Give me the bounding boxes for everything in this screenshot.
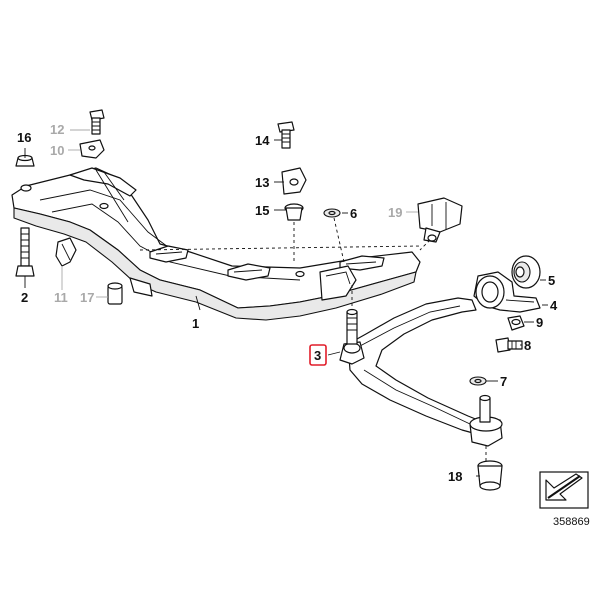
subframe-pad-center xyxy=(227,263,271,281)
subframe-part[interactable] xyxy=(11,167,421,321)
callout-1[interactable]: 1 xyxy=(192,316,199,331)
callout-15[interactable]: 15 xyxy=(255,203,269,218)
clip-part-11[interactable] xyxy=(55,237,77,290)
callout-9[interactable]: 9 xyxy=(536,315,543,330)
callout-13[interactable]: 13 xyxy=(255,175,269,190)
callout-12[interactable]: 12 xyxy=(50,122,64,137)
control-arm-part[interactable] xyxy=(339,284,489,437)
callout-5[interactable]: 5 xyxy=(548,273,555,288)
callout-16[interactable]: 16 xyxy=(17,130,31,145)
callout-19[interactable]: 19 xyxy=(388,205,402,220)
bracket-part-13[interactable] xyxy=(281,167,307,195)
callout-17[interactable]: 17 xyxy=(80,290,94,305)
washer-part-7[interactable] xyxy=(469,376,487,386)
callout-11[interactable]: 11 xyxy=(54,290,68,305)
leader-lines xyxy=(24,129,548,477)
callout-4[interactable]: 4 xyxy=(550,298,558,313)
diagram-reference-number: 358869 xyxy=(553,516,590,528)
bolt-part-2[interactable] xyxy=(15,227,35,277)
callout-2[interactable]: 2 xyxy=(21,290,28,305)
washer-part-6[interactable] xyxy=(323,208,345,263)
grommet-part-15[interactable] xyxy=(284,203,304,262)
bushing-bracket-part[interactable] xyxy=(473,271,541,313)
arrow-badge-icon xyxy=(539,471,589,509)
bolt-part-14[interactable] xyxy=(277,121,295,149)
bushing-part[interactable] xyxy=(511,255,541,289)
ball-joint-part[interactable] xyxy=(469,394,503,463)
callout-labels: 16 12 10 2 11 17 1 14 13 15 6 19 5 4 9 8… xyxy=(17,122,558,484)
joint-cap-part-18[interactable] xyxy=(477,460,503,491)
bolt-part-8[interactable] xyxy=(495,337,523,353)
callout-14[interactable]: 14 xyxy=(255,133,270,148)
bracket-part-10[interactable] xyxy=(79,139,105,159)
nut-part-9[interactable] xyxy=(507,315,525,331)
callout-8[interactable]: 8 xyxy=(524,338,531,353)
callout-10[interactable]: 10 xyxy=(50,143,64,158)
callout-18[interactable]: 18 xyxy=(448,469,462,484)
highlight-box-part-3 xyxy=(309,344,327,366)
callout-6[interactable]: 6 xyxy=(350,206,357,221)
sleeve-part-17[interactable] xyxy=(107,282,123,305)
callout-3[interactable]: 3 xyxy=(314,348,321,363)
mount-part-19[interactable] xyxy=(417,197,463,251)
callout-7[interactable]: 7 xyxy=(500,374,507,389)
bolt-part-12[interactable] xyxy=(89,109,105,135)
